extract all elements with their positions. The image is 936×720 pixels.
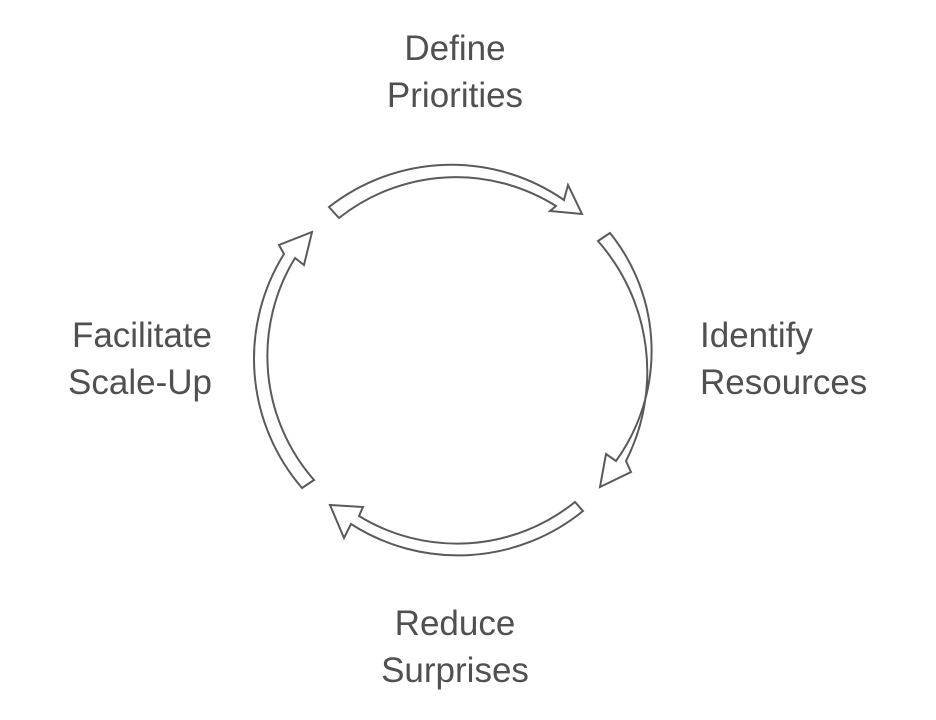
stage-label-line: Identify (700, 316, 813, 355)
arrow-top-shape (327, 163, 584, 220)
stage-label-line: Reduce (394, 604, 516, 643)
stage-label-reduce-surprises: Reduce Surprises (305, 600, 605, 694)
stage-label-line: Priorities (386, 76, 524, 115)
stage-label-identify-resources: Identify Resources (700, 312, 930, 406)
arrow-left-shape (253, 230, 316, 490)
arrow-bottom-shape (328, 500, 585, 557)
stage-label-line: Resources (700, 363, 868, 402)
arrow-left (253, 230, 316, 490)
stage-label-line: Surprises (381, 651, 529, 690)
stage-label-line: Define (404, 29, 506, 68)
arrow-right-shape (596, 231, 653, 489)
arrow-top (327, 163, 584, 220)
arrow-right (596, 231, 653, 489)
stage-label-facilitate-scale-up: Facilitate Scale-Up (10, 312, 212, 406)
stage-label-define-priorities: Define Priorities (305, 25, 605, 119)
stage-label-line: Scale-Up (68, 363, 212, 402)
arrow-bottom (328, 500, 585, 557)
stage-label-line: Facilitate (71, 316, 212, 355)
